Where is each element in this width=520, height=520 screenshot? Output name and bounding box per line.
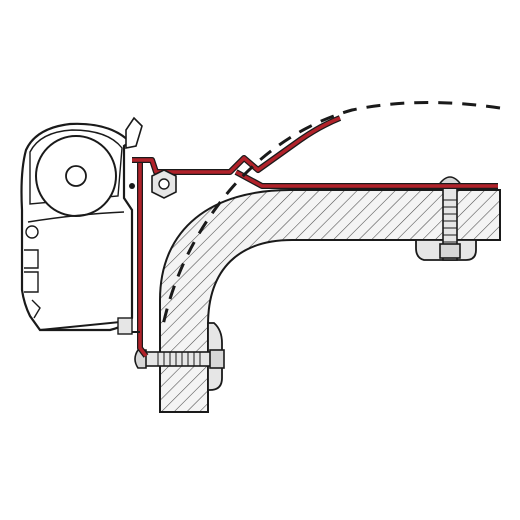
cassette-lower-clip: [117, 317, 133, 335]
curved-fairing-outline: [160, 100, 501, 331]
horizontal-bolt-nut: [209, 349, 225, 369]
roller-axle: [65, 165, 87, 187]
adapter-bracket: [132, 115, 498, 358]
horizontal-bolt: [134, 349, 225, 369]
roof-profile: [159, 189, 501, 413]
bracket-hex-nut: [151, 169, 177, 199]
vertical-bolt-nut: [439, 243, 461, 259]
awning-cassette: [20, 116, 143, 335]
roof-profile-body: [159, 189, 501, 413]
